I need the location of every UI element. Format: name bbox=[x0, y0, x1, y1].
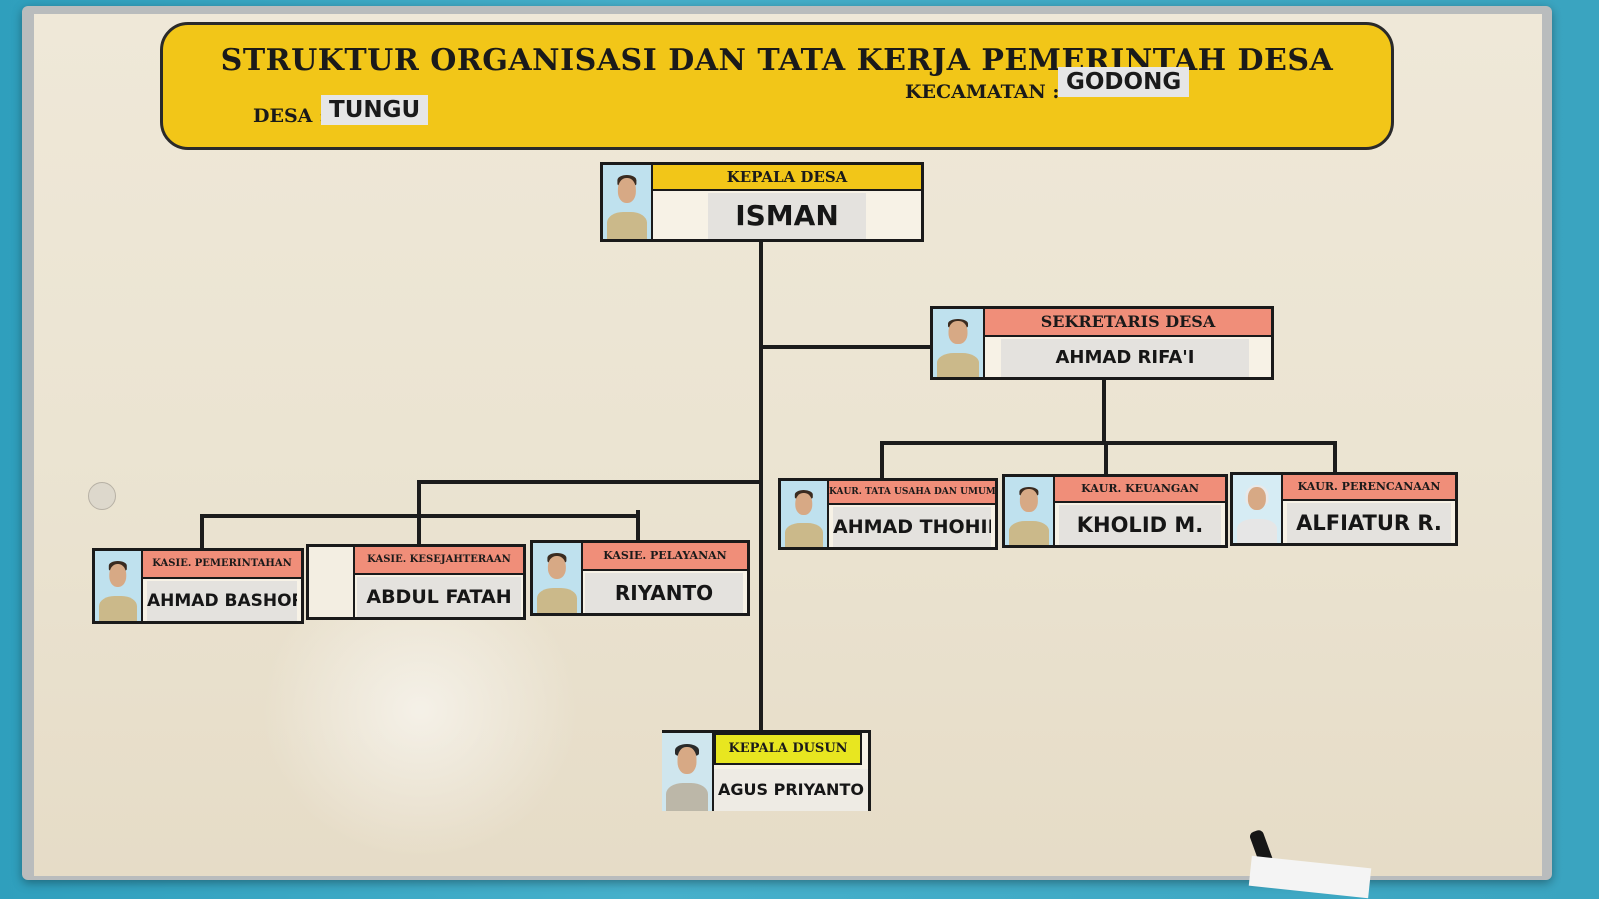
connector-line bbox=[417, 480, 761, 484]
board-magnet bbox=[88, 482, 116, 510]
person-name: ABDUL FATAH bbox=[357, 577, 521, 617]
person-name: ISMAN bbox=[708, 193, 866, 239]
portrait-photo bbox=[662, 733, 714, 811]
person-name: AHMAD THOHIR bbox=[833, 507, 991, 547]
empty-photo-slot bbox=[309, 547, 355, 617]
person-name: KHOLID M. bbox=[1059, 505, 1221, 545]
position-title: KEPALA DUSUN bbox=[714, 733, 862, 765]
connector-line bbox=[200, 514, 204, 550]
kecamatan-label: KECAMATAN : bbox=[905, 81, 1060, 103]
person-name: AGUS PRIYANTO bbox=[714, 769, 868, 811]
portrait-photo bbox=[603, 165, 653, 239]
card-kepala-desa: KEPALA DESA ISMAN bbox=[600, 162, 924, 242]
card-kaur-perencanaan: KAUR. PERENCANAAN ALFIATUR R. bbox=[1230, 472, 1458, 546]
connector-line bbox=[1104, 441, 1108, 475]
position-title: KAUR. PERENCANAAN bbox=[1283, 475, 1455, 501]
person-name: RIYANTO bbox=[585, 573, 743, 613]
connector-line bbox=[1333, 441, 1337, 473]
connector-line bbox=[761, 345, 933, 349]
card-kepala-dusun: KEPALA DUSUN AGUS PRIYANTO bbox=[662, 730, 871, 811]
person-name: ALFIATUR R. bbox=[1287, 503, 1451, 543]
banner-title: STRUKTUR ORGANISASI DAN TATA KERJA PEMER… bbox=[220, 43, 1334, 78]
portrait-photo bbox=[933, 309, 985, 377]
portrait-photo bbox=[533, 543, 583, 613]
portrait-photo bbox=[1233, 475, 1283, 543]
desa-label: DESA : bbox=[253, 105, 327, 127]
card-kaur-keuangan: KAUR. KEUANGAN KHOLID M. bbox=[1002, 474, 1228, 548]
card-kasie-kesejahteraan: KASIE. KESEJAHTERAAN ABDUL FATAH bbox=[306, 544, 526, 620]
portrait-photo bbox=[781, 481, 829, 547]
position-title: KAUR. KEUANGAN bbox=[1055, 477, 1225, 503]
position-title: KEPALA DESA bbox=[653, 165, 921, 191]
connector-line bbox=[880, 441, 884, 479]
position-title: KASIE. PEMERINTAHAN bbox=[143, 551, 301, 579]
card-kasie-pemerintahan: KASIE. PEMERINTAHAN AHMAD BASHORI bbox=[92, 548, 304, 624]
connector-line bbox=[759, 238, 763, 732]
portrait-photo bbox=[95, 551, 143, 621]
portrait-photo bbox=[1005, 477, 1055, 545]
kecamatan-value: GODONG bbox=[1058, 67, 1190, 97]
position-title: KAUR. TATA USAHA DAN UMUM bbox=[829, 481, 995, 505]
card-sekretaris-desa: SEKRETARIS DESA AHMAD RIFA'I bbox=[930, 306, 1274, 380]
connector-line bbox=[636, 510, 640, 540]
card-kasie-pelayanan: KASIE. PELAYANAN RIYANTO bbox=[530, 540, 750, 616]
connector-line bbox=[880, 441, 1336, 445]
person-name: AHMAD RIFA'I bbox=[1001, 339, 1249, 377]
connector-line bbox=[1102, 372, 1106, 444]
position-title: KASIE. KESEJAHTERAAN bbox=[355, 547, 523, 575]
connector-line bbox=[200, 514, 640, 518]
position-title: SEKRETARIS DESA bbox=[985, 309, 1271, 337]
card-kaur-tata-usaha: KAUR. TATA USAHA DAN UMUM AHMAD THOHIR bbox=[778, 478, 998, 550]
position-title: KASIE. PELAYANAN bbox=[583, 543, 747, 571]
person-name: AHMAD BASHORI bbox=[147, 581, 297, 621]
title-banner: STRUKTUR ORGANISASI DAN TATA KERJA PEMER… bbox=[160, 22, 1394, 150]
connector-line bbox=[417, 480, 421, 544]
desa-value: TUNGU bbox=[321, 95, 429, 125]
